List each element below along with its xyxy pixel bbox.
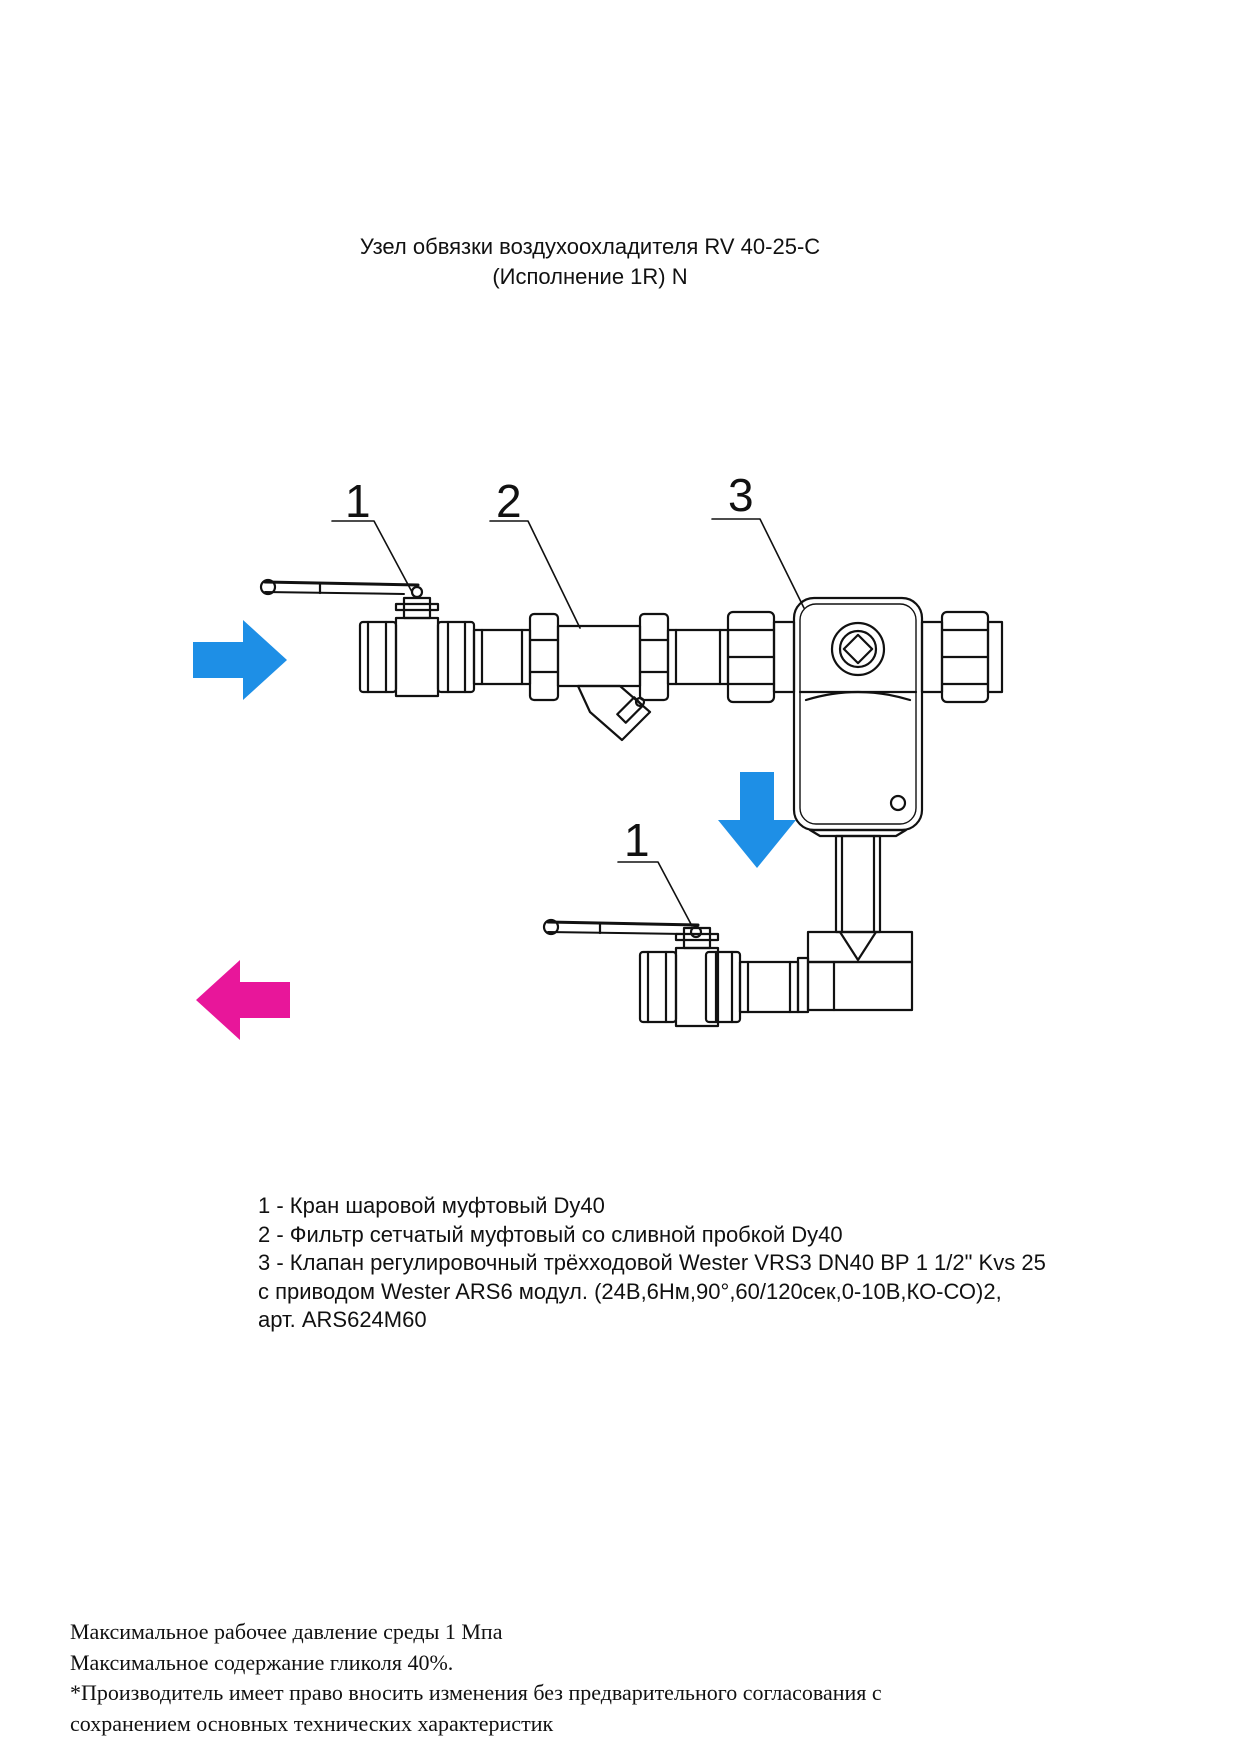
note-line-4: сохранением основных технических характе… <box>70 1710 554 1736</box>
note-line-1: Максимальное рабочее давление среды 1 Мп… <box>70 1619 503 1644</box>
legend-line-1: 1 - Кран шаровой муфтовый Dy40 <box>258 1193 605 1218</box>
union-nut-right <box>920 610 1004 704</box>
note-line-3: *Производитель имеет право вносить измен… <box>70 1680 882 1705</box>
title-line-2: (Исполнение 1R) N <box>492 264 688 289</box>
callout-2: 2 <box>496 475 522 527</box>
vertical-pipe <box>834 834 882 934</box>
diagram-title: Узел обвязки воздухоохладителя RV 40-25-… <box>300 232 880 292</box>
strainer-filter <box>528 612 670 742</box>
callout-leaders <box>331 518 805 927</box>
parts-legend: 1 - Кран шаровой муфтовый Dy40 2 - Фильт… <box>258 1192 1046 1335</box>
note-line-2: Максимальное содержание гликоля 40%. <box>70 1649 454 1675</box>
callout-1-lower: 1 <box>624 814 650 866</box>
pipe-nipple-2 <box>666 628 730 686</box>
union-nut-left <box>726 610 796 704</box>
pipe-nipple-lower <box>738 960 800 1014</box>
legend-line-4: с приводом Wester ARS6 модул. (24В,6Нм,9… <box>258 1278 1002 1304</box>
inlet-arrow-icon <box>193 620 287 700</box>
callout-numbers: 1 2 3 1 <box>345 469 754 866</box>
ball-valve-lower <box>542 918 742 1028</box>
technical-notes: Максимальное рабочее давление среды 1 Мп… <box>70 1617 882 1739</box>
callout-3: 3 <box>728 469 754 521</box>
three-way-valve-actuator <box>792 596 924 838</box>
pipe-nipple-1 <box>472 628 532 686</box>
legend-line-2: 2 - Фильтр сетчатый муфтовый со сливной … <box>258 1221 843 1247</box>
callout-1: 1 <box>345 475 371 527</box>
legend-line-5: арт. ARS624M60 <box>258 1307 427 1332</box>
flow-down-arrow-icon <box>718 772 796 868</box>
tee-fitting <box>796 930 914 1014</box>
title-line-1: Узел обвязки воздухоохладителя RV 40-25-… <box>359 234 821 259</box>
ball-valve-upper <box>259 578 476 698</box>
legend-line-3: 3 - Клапан регулировочный трёхходовой We… <box>258 1250 1046 1275</box>
outlet-arrow-icon <box>196 960 290 1040</box>
